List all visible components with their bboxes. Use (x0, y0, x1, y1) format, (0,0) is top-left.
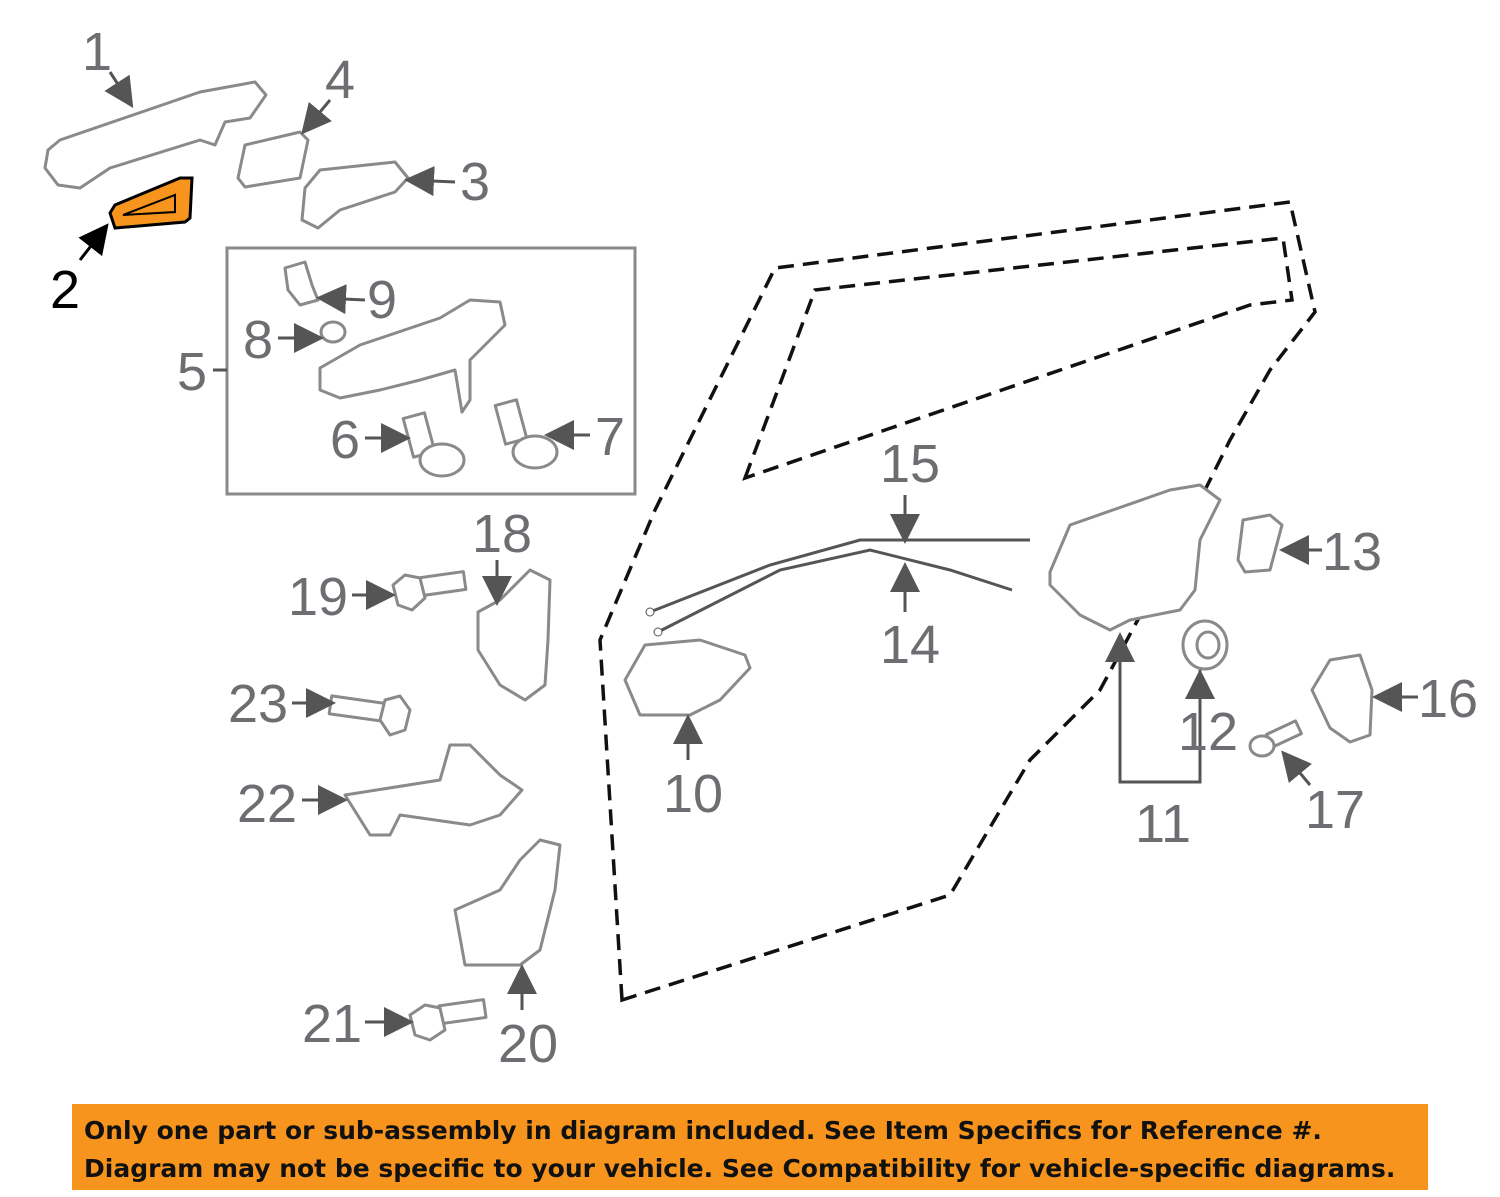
part-23-bolt[interactable] (327, 694, 412, 737)
part-1-outer-handle[interactable] (43, 80, 268, 190)
part-5-frame[interactable] (318, 298, 507, 414)
part-14-cable[interactable] (653, 548, 1013, 637)
part-22-check[interactable] (343, 743, 524, 837)
part-17-screw[interactable] (1248, 719, 1303, 758)
callout-6: 6 (330, 410, 360, 470)
callout-22: 22 (237, 774, 297, 834)
part-2-handle-cover[interactable] (108, 176, 194, 230)
callout-4: 4 (325, 50, 355, 110)
part-8-cap[interactable] (319, 320, 347, 344)
callout-3: 3 (460, 152, 490, 212)
part-12-grommet[interactable] (1181, 619, 1229, 671)
part-18-hinge[interactable] (476, 568, 552, 702)
part-11-door-lock[interactable] (1048, 483, 1222, 632)
part-20-hinge[interactable] (453, 838, 562, 967)
part-10-inner-handle[interactable] (623, 638, 752, 717)
window-outline (742, 236, 1294, 481)
callout-7: 7 (595, 407, 625, 467)
part-9-clip[interactable] (283, 260, 320, 307)
callout-16: 16 (1418, 669, 1478, 729)
callout-1: 1 (82, 22, 112, 82)
callout-13: 13 (1322, 522, 1382, 582)
callout-10: 10 (663, 764, 723, 824)
callout-2: 2 (50, 260, 80, 320)
callout-11: 11 (1135, 794, 1191, 854)
part-4-pad[interactable] (236, 130, 310, 189)
callout-5: 5 (177, 342, 207, 402)
disclaimer-line-1: Only one part or sub-assembly in diagram… (84, 1116, 1322, 1145)
callout-21: 21 (302, 994, 362, 1054)
callout-23: 23 (228, 674, 288, 734)
part-19-bolt[interactable] (391, 570, 468, 612)
callout-15: 15 (880, 434, 940, 494)
disclaimer-line-2: Diagram may not be specific to your vehi… (84, 1154, 1396, 1183)
part-7-screw[interactable] (493, 398, 559, 470)
part-3-cover[interactable] (300, 160, 410, 230)
callout-20: 20 (498, 1014, 558, 1074)
callout-17: 17 (1305, 780, 1365, 840)
part-15-cable[interactable] (645, 538, 1030, 617)
part-21-bolt[interactable] (408, 998, 488, 1042)
disclaimer-banner: Only one part or sub-assembly in diagram… (72, 1104, 1428, 1190)
callout-14: 14 (880, 615, 940, 675)
callout-18: 18 (472, 504, 532, 564)
callout-8: 8 (243, 310, 273, 370)
callout-9: 9 (367, 270, 397, 330)
callout-19: 19 (288, 567, 348, 627)
callout-12: 12 (1178, 702, 1238, 762)
part-6-screw[interactable] (401, 411, 466, 478)
part-13-cover[interactable] (1236, 513, 1284, 574)
door-outline (598, 200, 1317, 1003)
part-16-striker[interactable] (1310, 653, 1374, 744)
leader-lines (78, 71, 1418, 1037)
